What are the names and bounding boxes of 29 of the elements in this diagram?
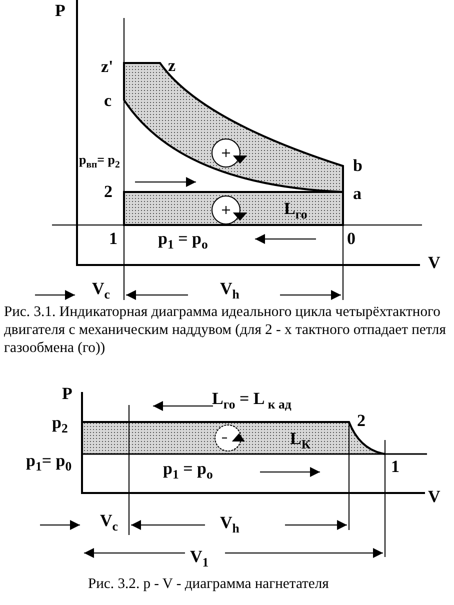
point-label: z'	[101, 58, 114, 76]
volume-label: V$_{c}$	[100, 512, 118, 536]
work-label: L$_{го}$	[284, 200, 308, 224]
pressure-label: p$_{1}$ = p$_{o}$	[158, 230, 208, 254]
point-label: 1	[391, 458, 400, 476]
figure-caption: Рис. 3.1. Индикаторная диаграмма идеального цикла четырёхтактного двигателя с механическим наддувом (для 2 - х тактного отпадает петля газообмена (го))	[4, 303, 447, 357]
point-label: 1	[109, 230, 118, 248]
point-label: 0	[347, 230, 356, 248]
axis-label: V	[428, 254, 440, 272]
figure-caption: Рис. 3.2. p - V - диаграмма нагнетателя	[88, 575, 330, 593]
axis-label: V	[428, 488, 440, 506]
point-label: a	[353, 185, 362, 203]
pressure-label: p$_{1}$ = p$_{o}$	[163, 460, 213, 484]
work-label: L$_{К}$	[290, 430, 311, 454]
pressure-label: p$_{вп}$= p$_{2}$	[79, 151, 120, 173]
volume-label: V$_{1}$	[190, 548, 209, 572]
volume-label: V$_{c}$	[92, 280, 110, 304]
volume-label: V$_{h}$	[220, 514, 240, 538]
work-label: L$_{го}$ = L $_{к ад}$	[212, 390, 292, 414]
axis-label: P	[55, 2, 66, 20]
pressure-label: p$_{2}$	[52, 414, 68, 438]
volume-label: V$_{h}$	[220, 280, 240, 304]
axis-label: P	[62, 385, 72, 403]
point-label: c	[104, 92, 112, 110]
point-label: 2	[104, 183, 112, 201]
point-label: 2	[357, 412, 366, 430]
point-label: b	[353, 157, 362, 175]
pressure-label: p$_{1}$= p$_{0}$	[26, 452, 72, 476]
point-label: z	[168, 57, 176, 75]
